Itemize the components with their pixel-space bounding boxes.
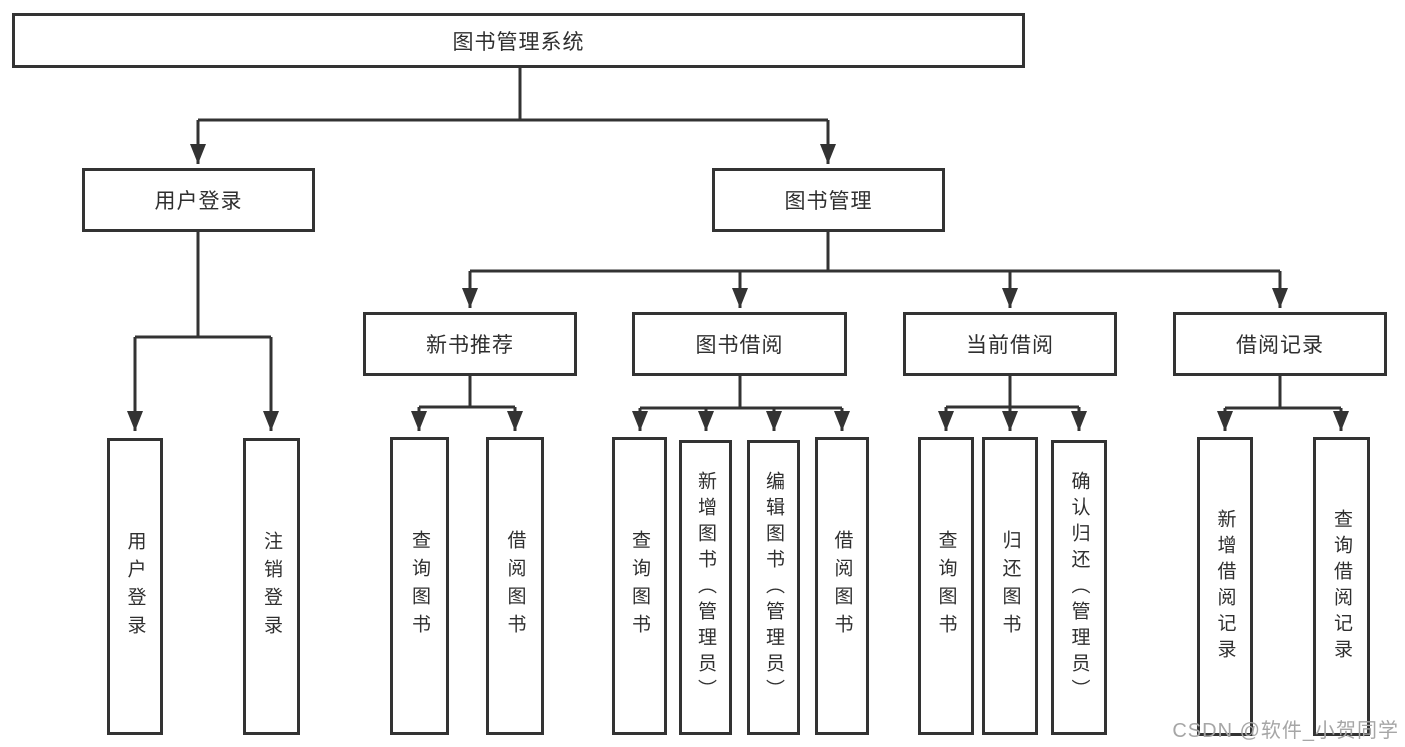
node-current-borrowing: 当前借阅	[903, 312, 1117, 376]
node-label: 借阅图书	[831, 530, 853, 642]
node-label: 归还图书	[999, 530, 1021, 642]
node-label: 借阅记录	[1236, 334, 1324, 357]
leaf-logout: 注销登录	[243, 438, 300, 735]
node-label: 查询图书	[935, 530, 957, 642]
node-label: 用户登录	[124, 530, 146, 643]
node-label: 图书管理	[784, 190, 873, 213]
node-label: 图书借阅	[695, 334, 784, 357]
node-borrow-records: 借阅记录	[1173, 312, 1387, 376]
node-label: 查询图书	[629, 530, 650, 642]
leaf-return-books: 归还图书	[982, 437, 1038, 735]
node-label: 借阅图书	[504, 530, 526, 642]
leaf-add-books-admin: 新增图书（管理员）	[679, 440, 732, 735]
node-library-management-system: 图书管理系统	[12, 13, 1025, 68]
node-label: 确认归还（管理员）	[1068, 470, 1090, 705]
node-new-book-recommend: 新书推荐	[363, 312, 577, 376]
leaf-query-books-current: 查询图书	[918, 437, 974, 735]
node-label: 用户登录	[154, 190, 243, 213]
leaf-add-borrow-record: 新增借阅记录	[1197, 437, 1253, 736]
node-book-borrowing: 图书借阅	[632, 312, 847, 376]
node-user-login: 用户登录	[82, 168, 315, 232]
node-label: 查询借阅记录	[1331, 508, 1352, 665]
leaf-user-login: 用户登录	[107, 438, 163, 735]
node-label: 新增借阅记录	[1214, 508, 1236, 665]
node-label: 查询图书	[409, 530, 430, 642]
leaf-edit-books-admin: 编辑图书（管理员）	[747, 440, 800, 735]
leaf-query-books-recommend: 查询图书	[390, 437, 449, 735]
node-label: 注销登录	[261, 530, 282, 643]
leaf-query-books-borrowing: 查询图书	[612, 437, 667, 735]
leaf-query-borrow-record: 查询借阅记录	[1313, 437, 1370, 736]
node-label: 图书管理系统	[452, 30, 585, 54]
node-label: 新书推荐	[426, 334, 514, 357]
node-label: 当前借阅	[966, 334, 1054, 357]
node-label: 编辑图书（管理员）	[763, 470, 784, 705]
node-label: 新增图书（管理员）	[695, 470, 716, 705]
leaf-borrow-books-recommend: 借阅图书	[486, 437, 544, 735]
leaf-borrow-books: 借阅图书	[815, 437, 869, 735]
node-book-management: 图书管理	[712, 168, 945, 232]
csdn-watermark: CSDN @软件_小贺同学	[1172, 720, 1399, 742]
leaf-confirm-return-admin: 确认归还（管理员）	[1051, 440, 1107, 735]
